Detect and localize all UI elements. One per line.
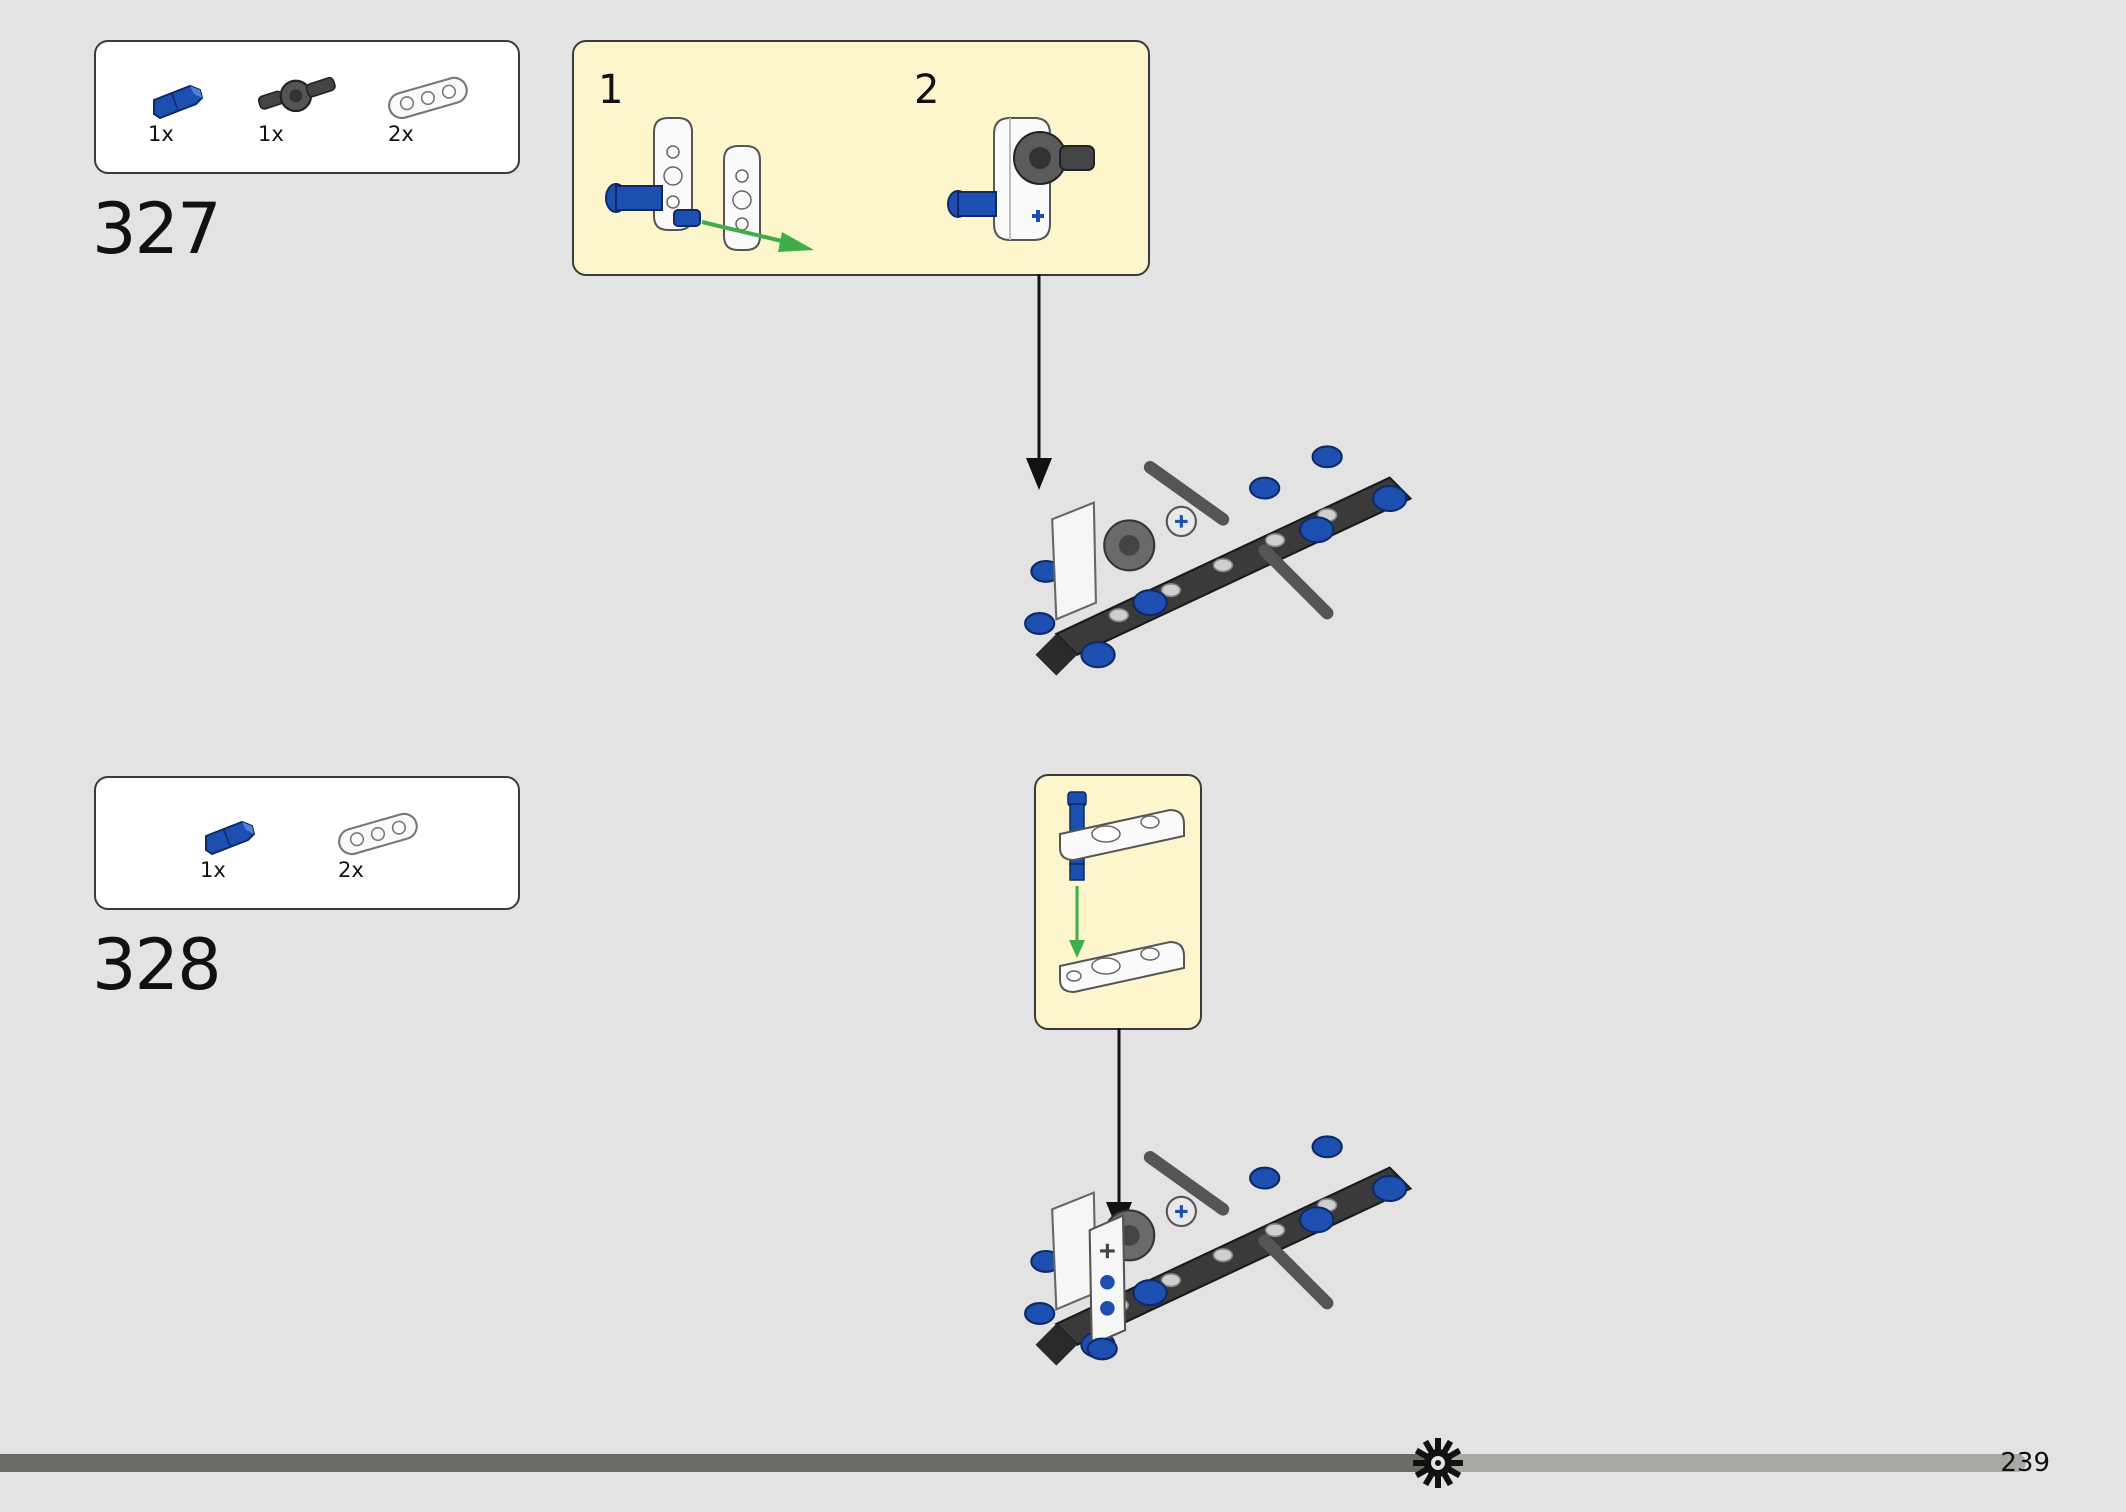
assembly-illustration-328 [988,1126,1458,1376]
part-qty: 1x [148,122,174,146]
progress-bar [0,1454,2026,1472]
part-qty: 1x [200,858,226,882]
white-beam-icon [336,810,422,860]
parts-list-328: 1x 2x [94,776,520,910]
substep-2-illustration [947,117,1095,241]
substep-1-illustration [605,117,814,252]
callout-illustration-328 [1059,791,1185,994]
gear-icon [1411,1436,1466,1490]
substep-number: 1 [598,67,624,113]
part-qty: 1x [258,122,284,146]
assembly-arrow [1026,274,1052,490]
blue-pin-icon [200,820,260,860]
substep-callout-328 [1034,774,1202,1030]
page-number: 239 [2000,1448,2050,1478]
step-number-328: 328 [92,924,222,1006]
dark-grey-connector-icon [258,72,338,124]
part-qty: 2x [338,858,364,882]
assembly-illustration-327 [988,436,1458,686]
substep-callout-327: 1 2 [572,40,1150,276]
blue-pin-icon [148,84,208,124]
step-number-327: 327 [92,188,222,270]
progress-bar-fill [0,1454,1439,1472]
parts-list-327: 1x 1x 2x [94,40,520,174]
white-beam-icon [386,74,472,124]
part-qty: 2x [388,122,414,146]
substep-number: 2 [914,67,940,113]
